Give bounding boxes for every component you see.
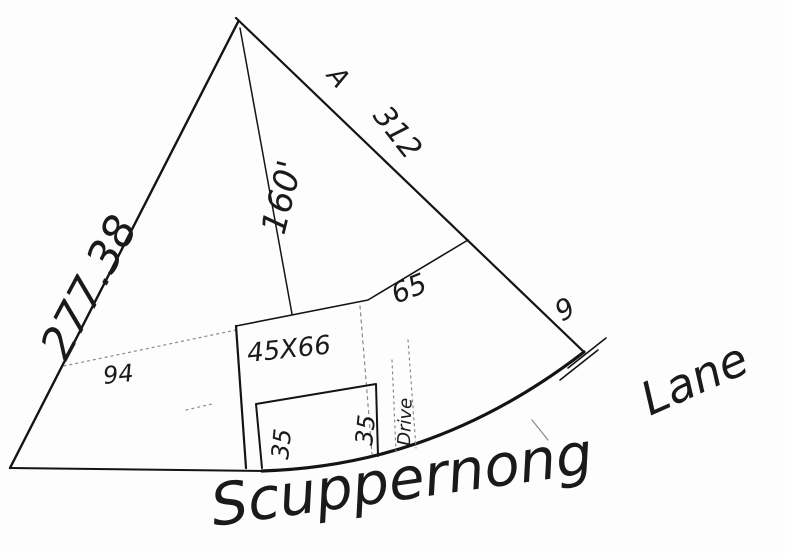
garage-left-label: 35	[266, 427, 297, 460]
line-65-label: 65	[386, 267, 431, 311]
center-line-label: 160'	[254, 156, 311, 238]
street-tick	[531, 419, 549, 441]
lot-base-line	[9, 467, 267, 472]
dotted-line-94-label: 94	[102, 359, 135, 390]
drive-label: Drive	[394, 397, 417, 446]
center-line	[239, 27, 293, 315]
house-outline	[234, 324, 248, 470]
street-name-part2: Lane	[633, 331, 757, 426]
dotted-tick	[185, 403, 213, 411]
house-dimensions-label: 45X66	[246, 330, 333, 369]
corner-tick	[559, 337, 607, 381]
garage-outline	[255, 383, 379, 469]
drive-line-right	[407, 339, 417, 449]
lot-right-boundary	[234, 16, 586, 354]
dotted-line-94	[63, 329, 237, 367]
right-boundary-label: 312	[366, 99, 429, 166]
garage-right-label: 35	[350, 413, 381, 446]
line-65	[235, 239, 469, 327]
street-frontage-curve	[260, 350, 586, 473]
lot-left-boundary	[8, 20, 240, 470]
left-boundary-label: 277.38	[31, 207, 148, 367]
right-boundary-top-label: A	[319, 60, 355, 94]
